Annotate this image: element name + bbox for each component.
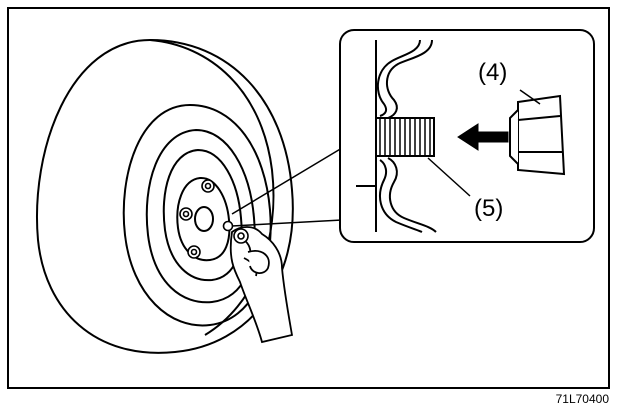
install-direction-arrow (457, 123, 509, 151)
leader-lines (427, 89, 541, 197)
wheel-nuts (179, 179, 234, 259)
lug-nut (509, 94, 566, 176)
threaded-stud (375, 117, 435, 157)
detail-inset: (4) (5) (339, 29, 595, 243)
callout-projection-lines (231, 147, 343, 227)
hub-center-bore (194, 206, 214, 232)
figure-code: 71L70400 (556, 392, 610, 406)
tire (36, 38, 294, 354)
callout-label-nut: (4) (478, 59, 507, 86)
figure-frame (7, 7, 610, 389)
callout-label-stud: (5) (474, 195, 503, 222)
held-nut (233, 228, 249, 244)
hand (229, 226, 294, 344)
